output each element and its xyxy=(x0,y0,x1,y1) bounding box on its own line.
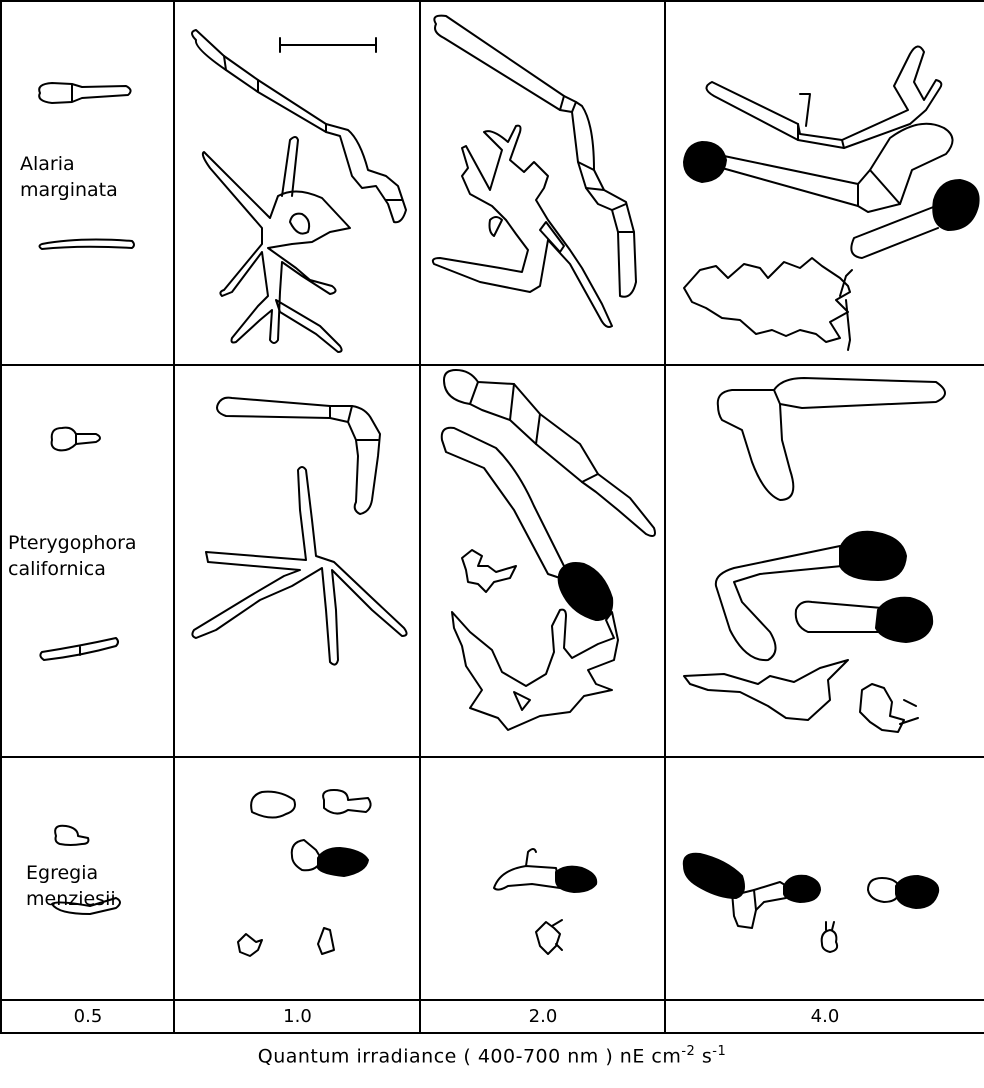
pterygophora-1.0-branched-gametophyte xyxy=(192,467,406,665)
irradiance-label-0: 0.5 xyxy=(2,1002,174,1032)
pterygophora-2.0-filament-upper xyxy=(444,370,655,536)
axis-caption-main: Quantum irradiance ( 400-700 nm ) nE cm xyxy=(258,1045,682,1067)
species-genus: Pterygophora xyxy=(8,530,137,556)
pterygophora-4.0-sporophyte-1 xyxy=(716,532,906,660)
pterygophora-4.0-sporophyte-2 xyxy=(796,598,932,642)
axis-caption: Quantum irradiance ( 400-700 nm ) nE cm-… xyxy=(0,1044,984,1067)
species-epithet: menziesii xyxy=(26,886,116,912)
grid-lines xyxy=(0,0,984,1033)
egregia-4.0-sporophyte-1 xyxy=(684,854,820,928)
egregia-4.0-small-gametophyte xyxy=(822,922,837,952)
alaria-1.0-branched-gametophyte xyxy=(203,137,350,352)
species-epithet: marginata xyxy=(20,177,118,203)
egregia-2.0-sporophyte xyxy=(494,849,596,954)
egregia-4.0-sporophyte-2 xyxy=(868,876,938,908)
species-label-alaria: Alaria marginata xyxy=(20,151,118,203)
species-epithet: californica xyxy=(8,556,137,582)
species-genus: Alaria xyxy=(20,151,118,177)
axis-caption-unit-2: s xyxy=(695,1045,712,1067)
pterygophora-2.0-branched-gametophyte xyxy=(452,610,618,730)
irradiance-label-2: 2.0 xyxy=(421,1002,665,1032)
species-label-pterygophora: Pterygophora californica xyxy=(8,530,137,582)
alaria-4.0-lobed-gametophyte xyxy=(684,258,852,350)
pterygophora-4.0-lobed-gametophytes xyxy=(684,660,918,732)
axis-caption-exponent-2: -1 xyxy=(712,1044,726,1059)
alaria-4.0-sporophyte-2 xyxy=(851,180,978,258)
irradiance-label-3: 4.0 xyxy=(666,1002,984,1032)
scale-bar xyxy=(280,38,376,52)
pterygophora-2.0-small-gametophyte xyxy=(462,550,516,592)
alaria-4.0-filament-upper xyxy=(706,46,941,148)
alaria-1.0-filament xyxy=(192,30,406,222)
pterygophora-4.0-filament xyxy=(718,378,945,500)
species-genus: Egregia xyxy=(26,860,116,886)
axis-caption-exponent-1: -2 xyxy=(681,1044,695,1059)
egregia-1.0-blobs xyxy=(238,790,371,956)
species-label-egregia: Egregia menziesii xyxy=(26,860,116,912)
irradiance-label-1: 1.0 xyxy=(175,1002,420,1032)
alaria-2.0-branched-gametophyte xyxy=(433,126,612,327)
